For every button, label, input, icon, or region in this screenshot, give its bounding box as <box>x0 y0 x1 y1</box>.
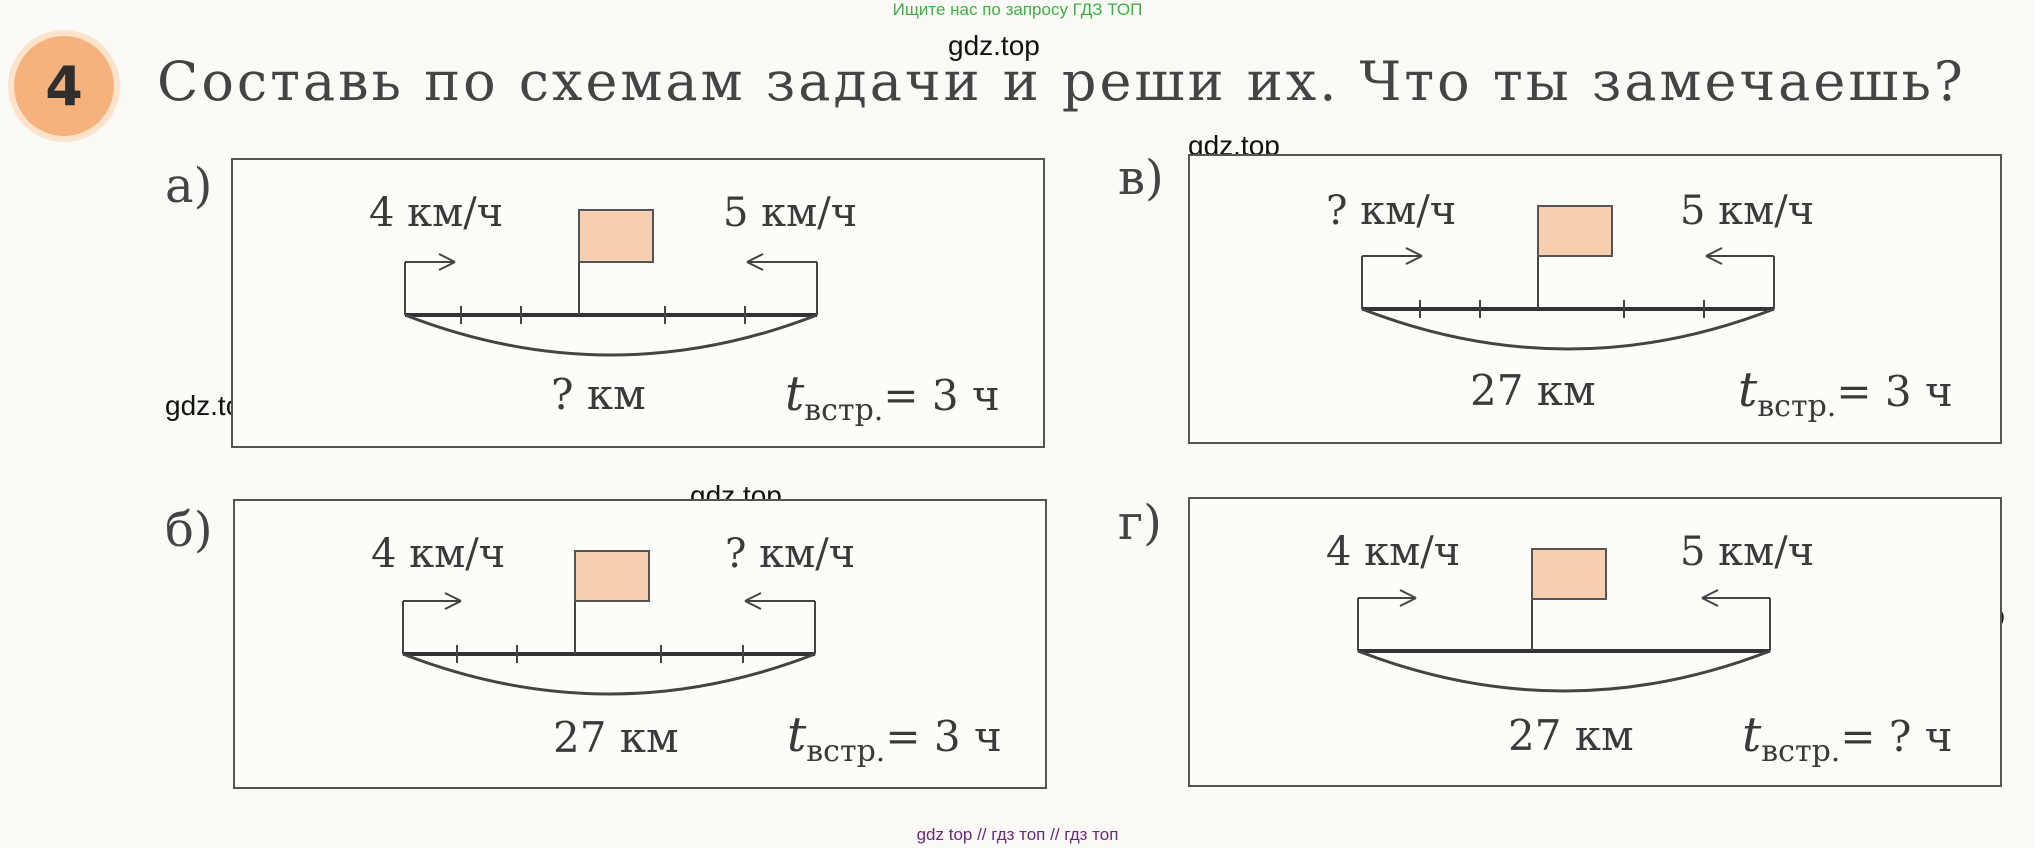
footer-links: gdz top // гдз топ // гдз топ <box>916 825 1119 844</box>
right-speed: 5 км/ч <box>723 190 858 236</box>
motion-diagram <box>402 550 816 696</box>
left-speed: 4 км/ч <box>1326 529 1461 575</box>
problem-v-label: в) <box>1118 150 1164 206</box>
left-speed: 4 км/ч <box>371 531 506 577</box>
problem-b-scheme: 4 км/ч ? км/ч 27 км tвстр.= 3 ч <box>233 499 1047 789</box>
motion-diagram <box>1361 205 1775 351</box>
meeting-time: tвстр.= 3 ч <box>785 366 1000 428</box>
motion-diagram <box>1357 548 1771 693</box>
meeting-time: tвстр.= 3 ч <box>787 707 1002 769</box>
distance: 27 км <box>1470 366 1596 415</box>
task-number-badge: 4 <box>8 30 120 142</box>
meeting-time: tвстр.= 3 ч <box>1738 362 1953 424</box>
problem-a-label: а) <box>165 158 213 214</box>
right-speed: 5 км/ч <box>1680 188 1815 234</box>
task-number: 4 <box>45 54 83 118</box>
right-speed: 5 км/ч <box>1680 529 1815 575</box>
right-speed: ? км/ч <box>725 531 856 577</box>
distance: ? км <box>551 370 646 419</box>
problem-g-scheme: 4 км/ч 5 км/ч 27 км tвстр.= ? ч <box>1188 497 2002 787</box>
problem-v-scheme: ? км/ч 5 км/ч 27 км tвстр.= 3 ч <box>1188 154 2002 444</box>
meeting-time: tвстр.= ? ч <box>1742 707 1953 769</box>
left-speed: 4 км/ч <box>369 190 504 236</box>
motion-diagram <box>404 209 818 357</box>
left-speed: ? км/ч <box>1326 188 1457 234</box>
distance: 27 км <box>1508 711 1634 760</box>
task-title: Составь по схемам задачи и реши их. Что … <box>157 50 1966 113</box>
top-banner: Ищите нас по запросу ГДЗ ТОП <box>892 0 1143 19</box>
problem-g-label: г) <box>1118 495 1162 551</box>
problem-a-scheme: 4 км/ч 5 км/ч ? км tвстр.= 3 ч <box>231 158 1045 448</box>
problem-b-label: б) <box>165 502 213 558</box>
watermark: gdz.top <box>948 30 1040 61</box>
distance: 27 км <box>553 713 679 762</box>
